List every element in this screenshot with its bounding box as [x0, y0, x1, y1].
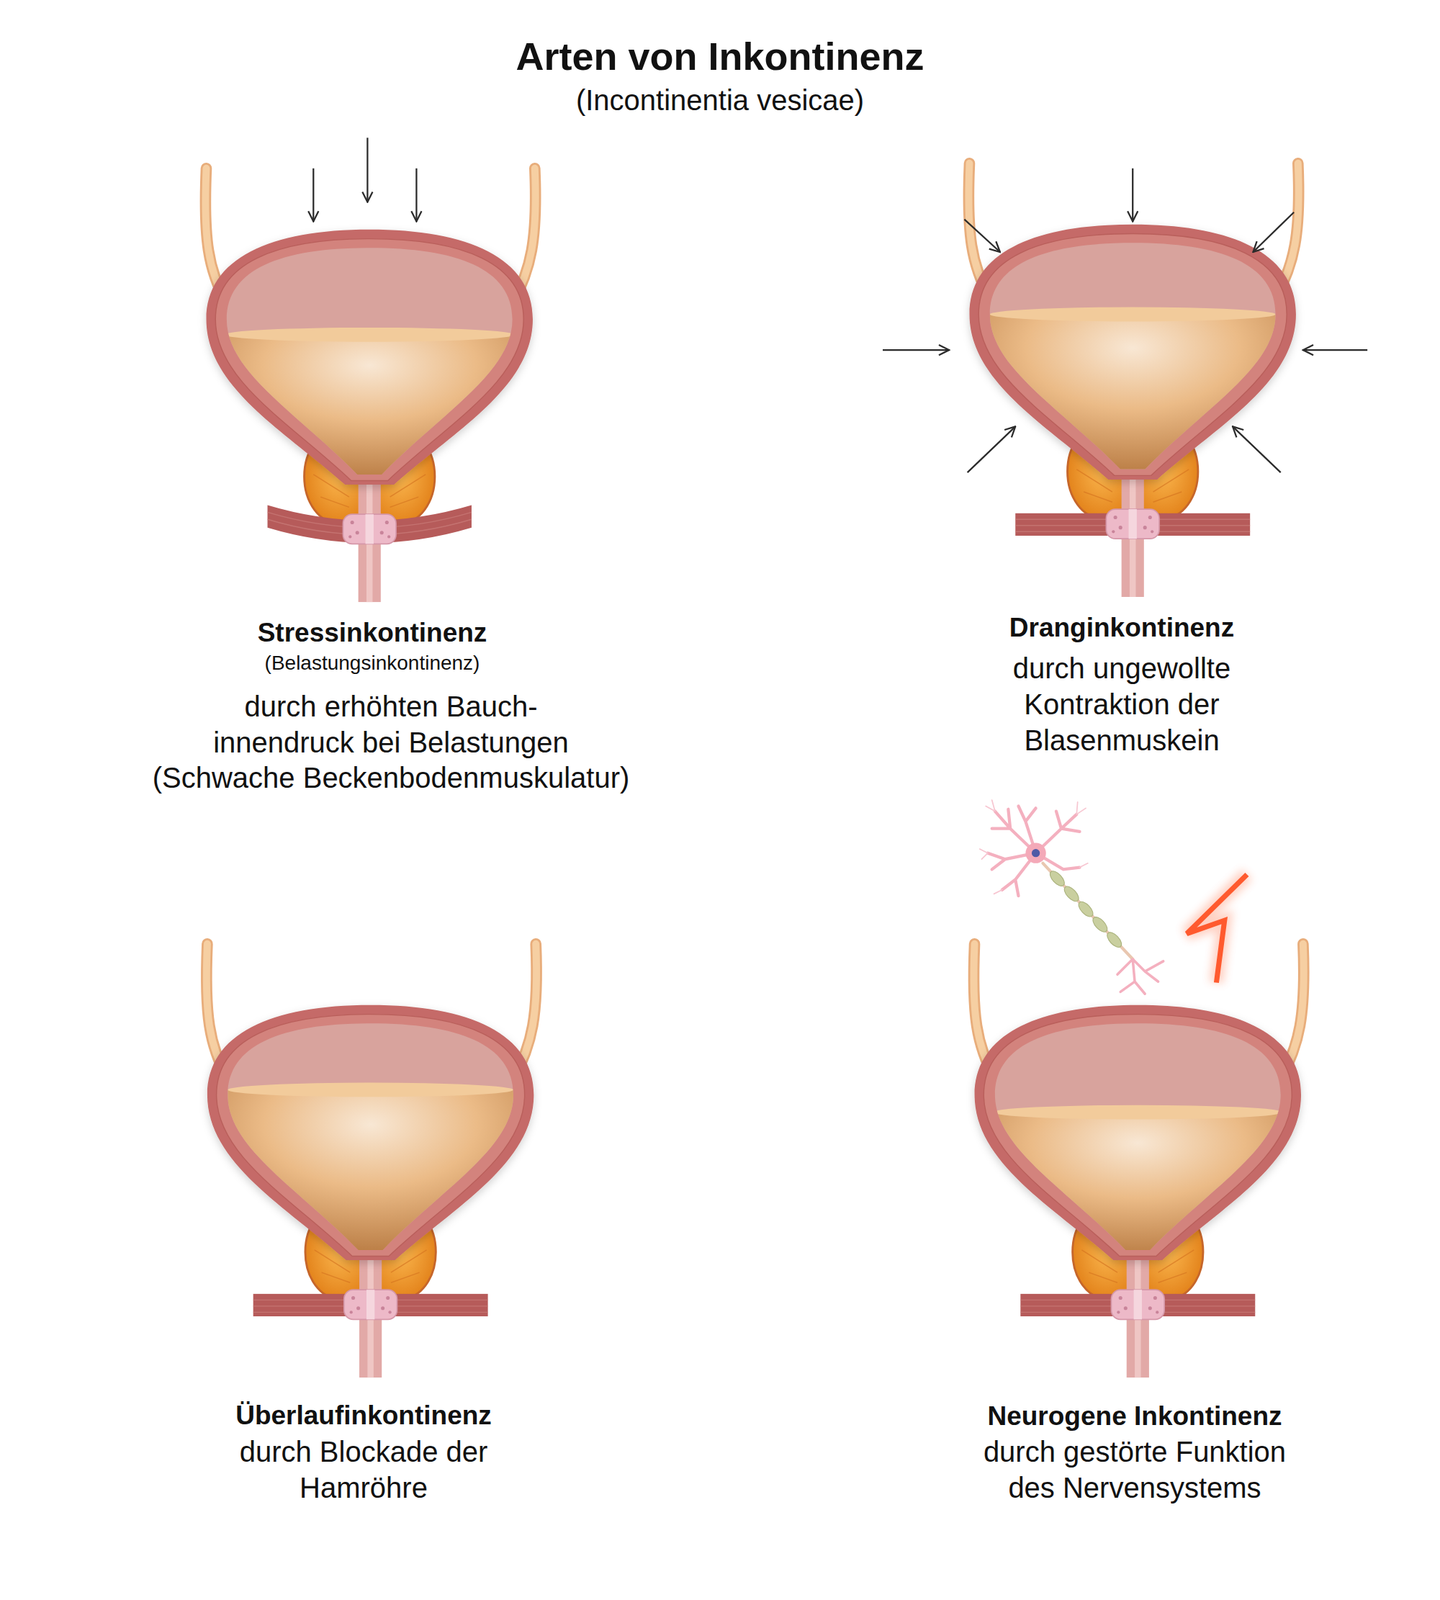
- neuron: [979, 799, 1164, 994]
- urine: [224, 327, 515, 342]
- sphincter: [1110, 1289, 1165, 1320]
- neuron: [1047, 868, 1124, 949]
- urine: [222, 1089, 519, 1263]
- neuron: [1117, 959, 1164, 994]
- urine: [990, 1105, 1286, 1266]
- lightning-symbol: [1186, 874, 1248, 983]
- sphincter: [1105, 509, 1160, 539]
- urine: [990, 1112, 1286, 1266]
- contraction-arrow: [1232, 426, 1281, 473]
- contraction-arrow: [1131, 168, 1134, 222]
- sphincter: [342, 514, 396, 544]
- neuron: [1104, 929, 1124, 949]
- neuron: [1062, 884, 1082, 904]
- bladder-stress: [205, 168, 535, 602]
- neuron: [1025, 843, 1046, 864]
- bladder-base: [973, 943, 1304, 1378]
- pressure-arrow: [415, 168, 417, 222]
- pressure-arrow: [312, 168, 314, 222]
- urine: [984, 313, 1281, 483]
- urine: [227, 1082, 514, 1098]
- type-description: durch erhöhten Bauch- innendruck bei Bel…: [196, 688, 586, 761]
- pressure-arrow: [313, 137, 417, 222]
- urine: [221, 334, 518, 489]
- neuron: [1031, 848, 1040, 857]
- bladder-urge: [968, 163, 1299, 597]
- contraction-arrow: [1252, 212, 1294, 252]
- type-heading: Dranginkontinenz: [1009, 611, 1235, 645]
- neuron: [1076, 899, 1096, 919]
- urine: [221, 327, 518, 488]
- neuron: [979, 799, 1088, 894]
- diagram-title: Arten von Inkontinenz: [516, 31, 925, 81]
- type-description: durch Blockade der Hamröhre: [226, 1433, 501, 1506]
- neuron: [979, 799, 1088, 894]
- type-heading: Überlaufinkontinenz: [235, 1398, 492, 1433]
- lightning-symbol: [1186, 874, 1248, 983]
- type-heading: Neurogene Inkontinenz: [987, 1399, 1282, 1433]
- neuron: [1090, 914, 1111, 934]
- pressure-arrow: [366, 137, 368, 202]
- type-subheading: (Belastungsinkontinenz): [264, 650, 481, 676]
- type-description: (Schwache Beckenbodenmuskulatur): [152, 759, 630, 796]
- contraction-arrow: [882, 168, 1368, 473]
- sphincter: [344, 1289, 398, 1320]
- bladder-overflow: [206, 943, 537, 1378]
- urine: [992, 1105, 1283, 1120]
- bladder-neurogenic: [973, 943, 1304, 1378]
- urine: [984, 307, 1281, 484]
- contraction-arrow: [964, 219, 1001, 252]
- urine: [990, 307, 1276, 322]
- bladder-base: [206, 943, 537, 1378]
- type-description: durch gestörte Funktion des Nervensystem…: [972, 1433, 1297, 1506]
- neuron: [1047, 868, 1068, 888]
- subtitle: (Incontinentia vesicae): [576, 82, 864, 119]
- neuron: [987, 806, 1080, 897]
- contraction-arrow: [967, 426, 1016, 473]
- type-description: durch ungewollte Kontraktion der Blasenm…: [999, 650, 1245, 759]
- lightning-symbol: [1186, 874, 1248, 983]
- type-heading: Stressinkontinenz: [257, 616, 488, 650]
- neuron: [1043, 863, 1134, 960]
- bladder-base: [205, 168, 535, 602]
- contraction-arrow: [882, 349, 949, 351]
- contraction-arrow: [1303, 349, 1368, 351]
- urine: [222, 1082, 519, 1264]
- neuron: [1117, 959, 1164, 994]
- bladder-base: [968, 163, 1299, 597]
